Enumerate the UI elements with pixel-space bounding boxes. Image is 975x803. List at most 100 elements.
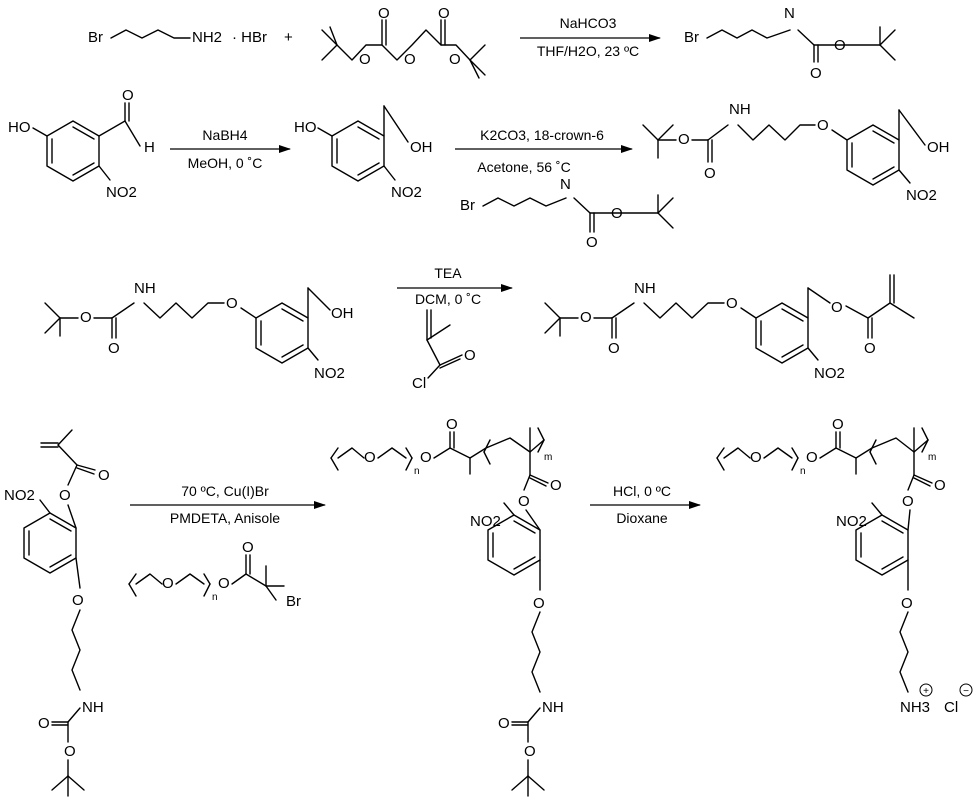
reagent-bottom: MeOH, 0 ˚C xyxy=(188,155,263,171)
atom-ho: HO xyxy=(294,119,317,136)
boc-aminopropoxy-nitrobenzyl-alcohol: O O NH O OH NO2 xyxy=(642,101,950,204)
atom-o: O xyxy=(750,449,762,466)
chloride: Cl xyxy=(944,699,958,716)
atom-o: O xyxy=(901,595,913,612)
boc-bromopropylamine: Br N O O xyxy=(684,5,896,82)
atom-o: O xyxy=(810,65,822,82)
atom-o: O xyxy=(834,37,846,54)
nitro-group: NO2 xyxy=(391,184,422,201)
hbr-salt: · HBr xyxy=(232,29,267,46)
atom-o: O xyxy=(533,595,545,612)
reagent-top: HCl, 0 ºC xyxy=(613,483,671,499)
atom-o: O xyxy=(59,487,71,504)
reagent-top: TEA xyxy=(434,265,462,281)
atom-o: O xyxy=(404,51,416,68)
atom-o: O xyxy=(611,205,623,222)
atom-o: O xyxy=(864,340,876,357)
atom-o: O xyxy=(108,340,120,357)
atom-o: O xyxy=(934,477,946,494)
atom-nh: NH xyxy=(82,699,104,716)
atom-n: NH xyxy=(134,280,156,297)
methacryloyl-chloride: O Cl xyxy=(412,309,476,392)
atom-cl: Cl xyxy=(412,375,426,392)
reagent-bottom: PMDETA, Anisole xyxy=(170,510,280,526)
atom-o: O xyxy=(38,715,50,732)
nitro-group: NO2 xyxy=(4,487,35,504)
reagent-top: NaBH4 xyxy=(202,127,247,143)
atom-n: N xyxy=(560,176,571,193)
atom-br: Br xyxy=(88,29,103,46)
atom-o: O xyxy=(817,117,829,134)
atom-o: O xyxy=(364,449,376,466)
atom-o: O xyxy=(122,87,134,104)
nitrobenzyl-methacrylate-monomer: O O NH O O O NO2 xyxy=(544,274,915,382)
peg-bromoisobutyrate-initiator: O n O O Br xyxy=(128,539,301,610)
boc-bromopropylamine-reagent: Br N O O xyxy=(460,176,674,251)
atom-o: O xyxy=(359,51,371,68)
atom-o: O xyxy=(72,592,84,609)
hydroxy-nitrobenzyl-alcohol: HO OH NO2 xyxy=(294,105,433,201)
atom-br: Br xyxy=(684,29,699,46)
boc-protected-polymer: O n O O m O O NO2 O NH xyxy=(330,416,564,797)
atom-o: O xyxy=(449,51,461,68)
atom-o: O xyxy=(832,416,844,433)
arrow-step-1: NaHCO3 THF/H2O, 23 ºC xyxy=(520,15,661,59)
atom-nh2: NH2 xyxy=(192,29,222,46)
atom-ho: HO xyxy=(8,119,31,136)
boc-aminopropoxy-nitrobenzyl-alcohol-2: O O NH O OH NO2 xyxy=(44,280,354,382)
atom-o: O xyxy=(80,309,92,326)
nitro-group: NO2 xyxy=(814,365,845,382)
atom-oh: OH xyxy=(927,139,950,156)
nitro-group: NO2 xyxy=(470,513,501,530)
atom-o: O xyxy=(420,449,432,466)
arrow-step-5: 70 ºC, Cu(I)Br PMDETA, Anisole xyxy=(130,483,326,526)
sub-m: m xyxy=(928,452,936,463)
atom-n: NH xyxy=(634,280,656,297)
reagent-bottom: THF/H2O, 23 ºC xyxy=(537,43,639,59)
bromopropylamine-hbr: Br NH2 · HBr xyxy=(88,29,267,46)
atom-o: O xyxy=(446,416,458,433)
atom-o: O xyxy=(902,493,914,510)
atom-o: O xyxy=(98,467,110,484)
atom-o: O xyxy=(580,309,592,326)
atom-o: O xyxy=(550,477,562,494)
sub-n: n xyxy=(212,592,218,603)
reagent-top: K2CO3, 18-crown-6 xyxy=(480,127,604,143)
atom-o: O xyxy=(831,299,843,316)
atom-h: H xyxy=(144,139,155,156)
hydroxy-nitrobenzaldehyde: HO O H NO2 xyxy=(8,87,155,201)
atom-o: O xyxy=(806,449,818,466)
atom-o: O xyxy=(162,575,174,592)
minus-charge: − xyxy=(963,686,969,697)
sub-n: n xyxy=(800,466,806,477)
atom-o: O xyxy=(226,295,238,312)
atom-o: O xyxy=(464,347,476,364)
atom-o: O xyxy=(218,575,230,592)
sub-m: m xyxy=(544,452,552,463)
ammonium-nh3: NH3 xyxy=(900,699,930,716)
atom-o: O xyxy=(726,295,738,312)
atom-o: O xyxy=(242,539,254,556)
nitro-group: NO2 xyxy=(836,513,867,530)
atom-br: Br xyxy=(286,593,301,610)
nitro-group: NO2 xyxy=(106,184,137,201)
deprotected-polymer-ammonium: O n O O m O O NO2 O NH3 xyxy=(716,416,973,716)
nitro-group: NO2 xyxy=(906,187,937,204)
atom-br: Br xyxy=(460,197,475,214)
reagent-top: 70 ºC, Cu(I)Br xyxy=(181,483,269,499)
atom-o: O xyxy=(608,340,620,357)
atom-o: O xyxy=(518,493,530,510)
arrow-step-4: TEA DCM, 0 ˚C xyxy=(397,265,513,307)
arrow-step-3: K2CO3, 18-crown-6 Acetone, 56 ˚C xyxy=(455,127,633,175)
atom-o: O xyxy=(704,165,716,182)
atom-nh: NH xyxy=(542,699,564,716)
boc-anhydride: O O O O O xyxy=(321,5,486,79)
monomer-vertical: O O NO2 O NH O O xyxy=(4,429,110,797)
atom-o: O xyxy=(524,743,536,760)
atom-o: O xyxy=(498,715,510,732)
atom-o: O xyxy=(586,234,598,251)
atom-oh: OH xyxy=(331,305,354,322)
reagent-bottom: Acetone, 56 ˚C xyxy=(477,159,570,175)
atom-o: O xyxy=(378,5,390,22)
